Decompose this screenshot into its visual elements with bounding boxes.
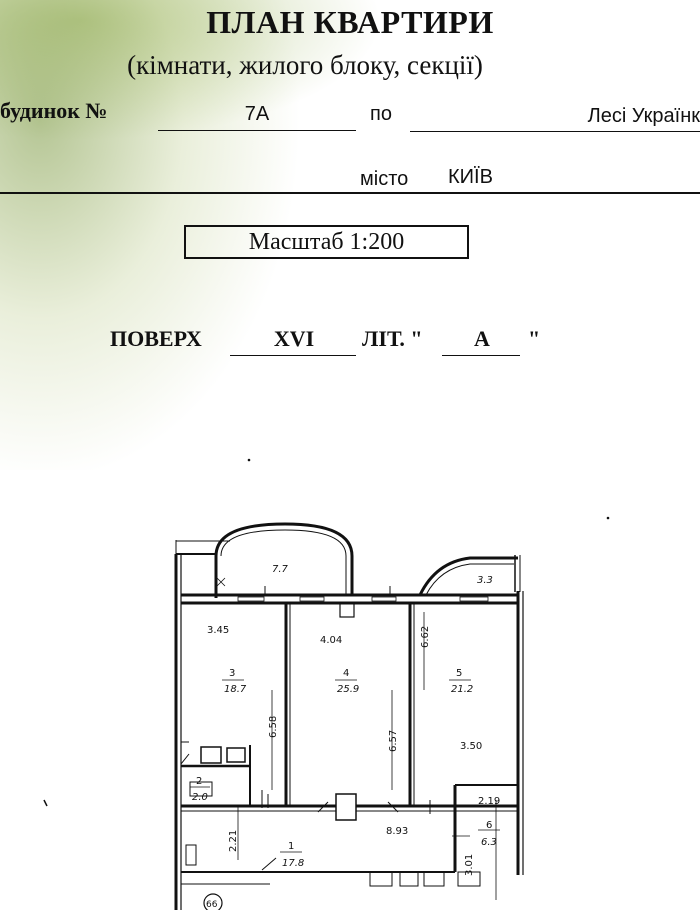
stray-mark (247, 458, 251, 462)
scale-box: Масштаб 1:200 (184, 225, 469, 259)
house-number-underline (158, 130, 356, 131)
room-3-length-dim: 6.58 (268, 716, 279, 738)
street-underline (410, 131, 700, 132)
header-divider (0, 192, 700, 194)
lit-label: ЛІТ. " (362, 326, 423, 351)
lit-value: А (474, 326, 490, 351)
house-number-label: будинок № (0, 98, 108, 123)
room-5-number: 5 (456, 668, 462, 679)
room-2-number: 2 (196, 776, 202, 787)
lit-close-quote: " (528, 326, 541, 351)
street-value: Лесі Українк (587, 105, 700, 127)
room-3-width-dim: 3.45 (207, 625, 229, 636)
room-4-length-dim: 6.57 (388, 730, 399, 752)
room-1-width-dim: 2.21 (228, 830, 239, 852)
stray-mark (43, 799, 48, 807)
balcony-1-area: 7.7 (272, 564, 289, 575)
stray-mark (606, 516, 610, 520)
floor-label: ПОВЕРХ (110, 326, 202, 351)
plan-walls (174, 522, 524, 910)
room-5-area: 21.2 (451, 684, 473, 695)
room-4-number: 4 (343, 668, 349, 679)
room-5-length-dim: 6.62 (420, 626, 431, 648)
document-subtitle: (кімнати, жилого блоку, секції) (127, 50, 483, 80)
room-6-number: 6 (486, 820, 492, 831)
city-label: місто (360, 168, 409, 190)
room-1-number: 1 (288, 841, 294, 852)
room-6-area: 6.3 (481, 837, 497, 848)
room-4-area: 25.9 (337, 684, 359, 695)
room-5-width-dim: 3.50 (460, 741, 482, 752)
lit-underline (442, 355, 520, 356)
floor-value: XVI (273, 326, 315, 351)
room-1-area: 17.8 (282, 858, 304, 869)
city-value: КИЇВ (448, 166, 493, 188)
room-6-width-dim: 2.19 (478, 796, 500, 807)
balcony-2-area: 3.3 (477, 575, 493, 586)
room-6-length-dim: 3.01 (464, 854, 475, 876)
room-3-number: 3 (229, 668, 235, 679)
room-4-width-dim: 4.04 (320, 635, 342, 646)
floor-underline (230, 355, 356, 356)
axis-marker-label: 66 (206, 900, 218, 910)
document-title: ПЛАН КВАРТИРИ (206, 4, 494, 40)
street-preposition: по (370, 103, 392, 125)
room-3-area: 18.7 (224, 684, 247, 695)
house-number-value: 7А (244, 103, 270, 125)
room-2-area: 2.0 (192, 792, 208, 803)
room-1-length-dim: 8.93 (386, 826, 408, 837)
